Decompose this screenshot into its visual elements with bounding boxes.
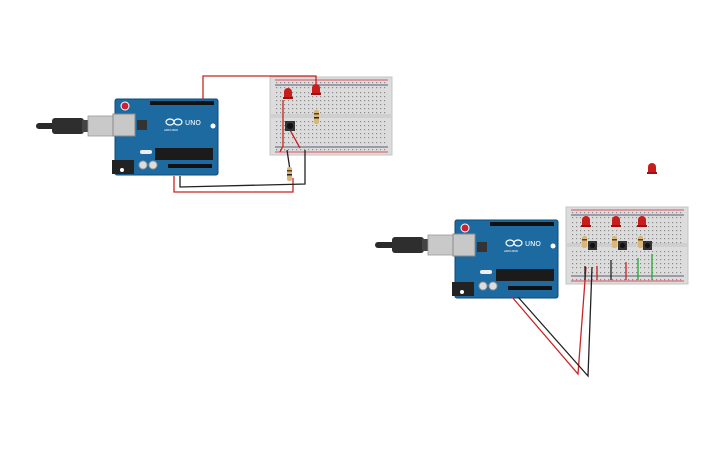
arduino-1-brand-label: ARDUINO <box>164 128 179 132</box>
resistor-4[interactable] <box>612 236 617 248</box>
infinity-logo-icon <box>165 118 183 126</box>
led-loose[interactable] <box>647 163 657 174</box>
led-5[interactable] <box>637 216 647 227</box>
usb-cable-2[interactable] <box>375 234 457 256</box>
arduino-board-2[interactable]: UNO ARDUINO <box>452 219 559 299</box>
arduino-board-1[interactable]: UNO ARDUINO <box>112 98 219 176</box>
push-button-4[interactable] <box>643 241 652 250</box>
led-1[interactable] <box>283 88 293 99</box>
arduino-1-model-label: UNO <box>185 119 201 127</box>
led-2[interactable] <box>311 84 321 95</box>
arduino-2-model-label: UNO <box>525 240 541 248</box>
resistor-2[interactable] <box>287 167 292 181</box>
push-button-3[interactable] <box>618 241 627 250</box>
led-4[interactable] <box>611 216 621 227</box>
wires-circuit-2[interactable] <box>511 254 653 378</box>
resistor-3[interactable] <box>582 236 587 248</box>
infinity-logo-icon <box>505 239 523 247</box>
resistor-1[interactable] <box>314 110 319 124</box>
arduino-2-brand-label: ARDUINO <box>504 249 519 253</box>
circuit-1: UNO ARDUINO <box>36 75 393 193</box>
push-button-2[interactable] <box>588 241 597 250</box>
usb-cable-1[interactable] <box>36 115 117 137</box>
led-3[interactable] <box>581 216 591 227</box>
circuit-2: UNO ARDUINO <box>375 206 689 378</box>
wires-circuit-1[interactable] <box>173 75 317 193</box>
push-button-1[interactable] <box>285 121 295 131</box>
breadboard-1-holes <box>276 82 386 151</box>
resistor-5[interactable] <box>638 236 643 248</box>
